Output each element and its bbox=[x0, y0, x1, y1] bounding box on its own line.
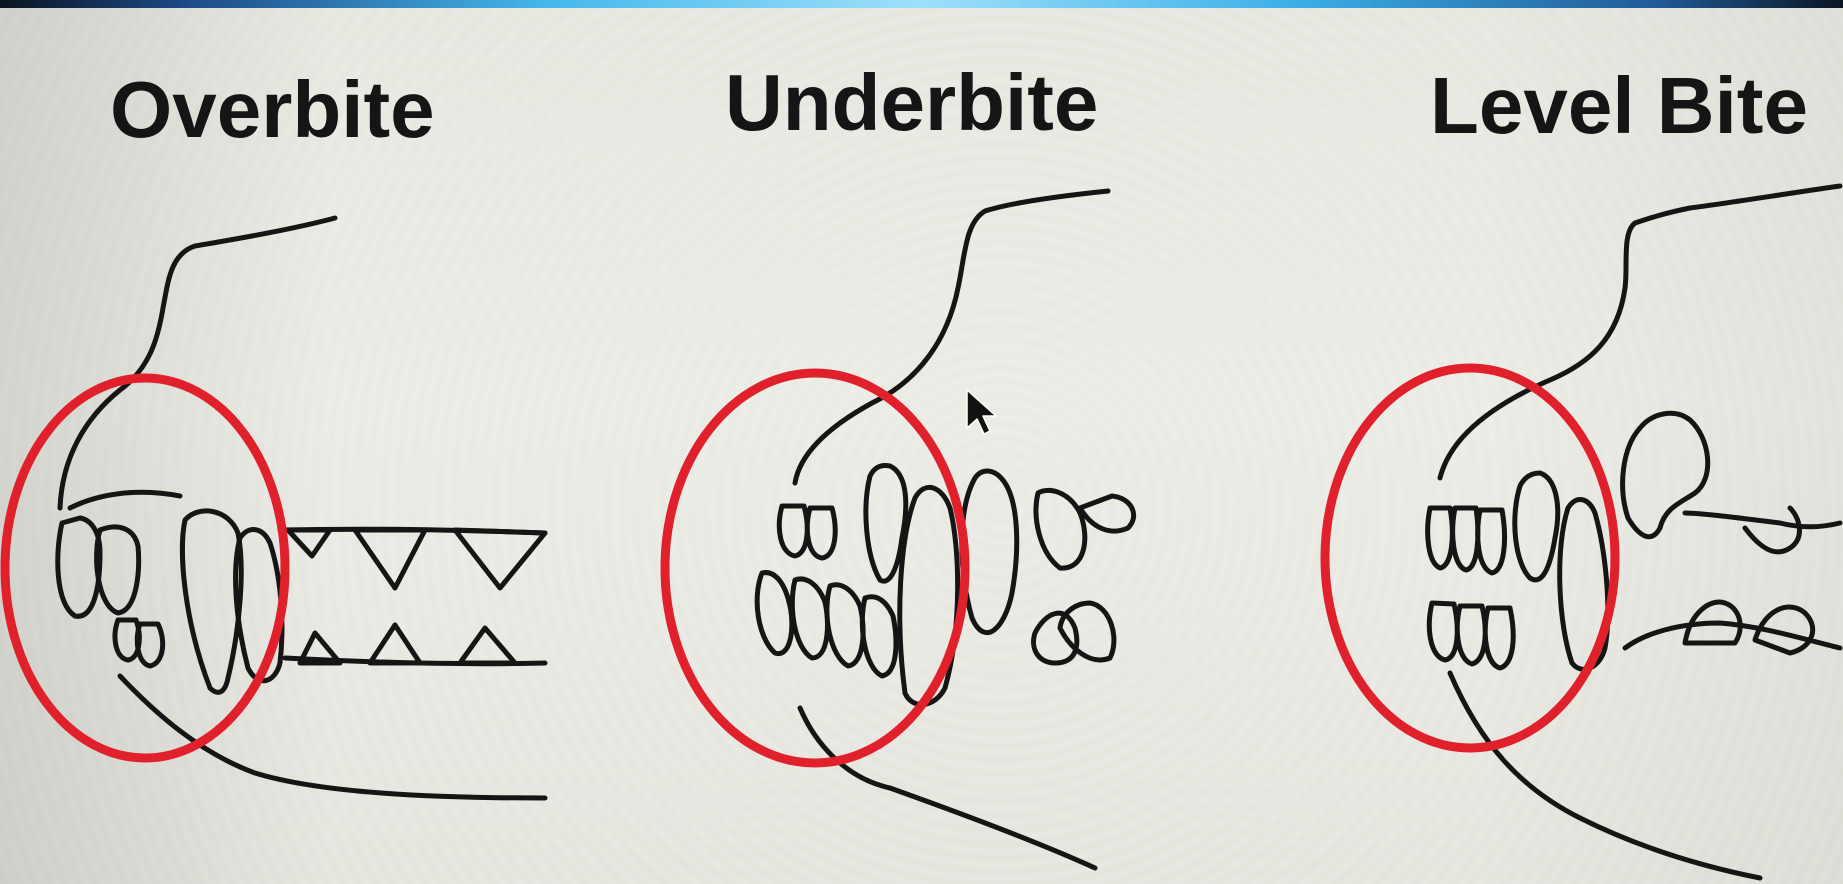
underbite-upper-cheek-teeth bbox=[962, 471, 1134, 633]
level-bite-lower-cheek-teeth bbox=[1625, 602, 1840, 653]
overbite-upper-lip bbox=[70, 492, 180, 508]
level-bite-upper-muzzle-outline bbox=[1440, 186, 1840, 478]
underbite-lower-cheek-teeth bbox=[1034, 603, 1114, 663]
underbite-lower-canine bbox=[900, 487, 958, 704]
overbite-upper-canine bbox=[182, 511, 241, 692]
bite-diagrams bbox=[0, 8, 1843, 884]
overbite-upper-incisors bbox=[58, 518, 139, 616]
mouse-pointer-arrow-icon bbox=[967, 390, 996, 434]
overbite-lower-cheek-teeth bbox=[300, 625, 515, 663]
level-bite-lower-jaw-outline bbox=[1450, 673, 1760, 878]
level-bite-diagram bbox=[1428, 186, 1840, 878]
overbite-upper-muzzle-outline bbox=[60, 218, 335, 508]
level-bite-upper-canine bbox=[1515, 473, 1558, 580]
underbite-highlight-circle bbox=[665, 373, 965, 763]
overbite-lower-incisors bbox=[115, 620, 163, 666]
level-bite-highlight-circle bbox=[1325, 368, 1615, 748]
underbite-upper-incisors bbox=[779, 506, 835, 558]
underbite-upper-muzzle-outline bbox=[795, 191, 1108, 483]
photographed-screen: Overbite Underbite Level Bite bbox=[0, 8, 1843, 884]
level-bite-upper-cheek-teeth bbox=[1623, 413, 1840, 552]
underbite-lower-teeth-row bbox=[757, 573, 896, 676]
overbite-diagram bbox=[58, 218, 545, 798]
level-bite-lower-incisors bbox=[1429, 603, 1513, 668]
underbite-lower-jaw-outline bbox=[800, 708, 1095, 868]
overbite-lower-jaw-outline bbox=[120, 676, 545, 798]
overbite-upper-cheek-teeth bbox=[288, 530, 545, 588]
level-bite-upper-incisors bbox=[1428, 508, 1505, 573]
